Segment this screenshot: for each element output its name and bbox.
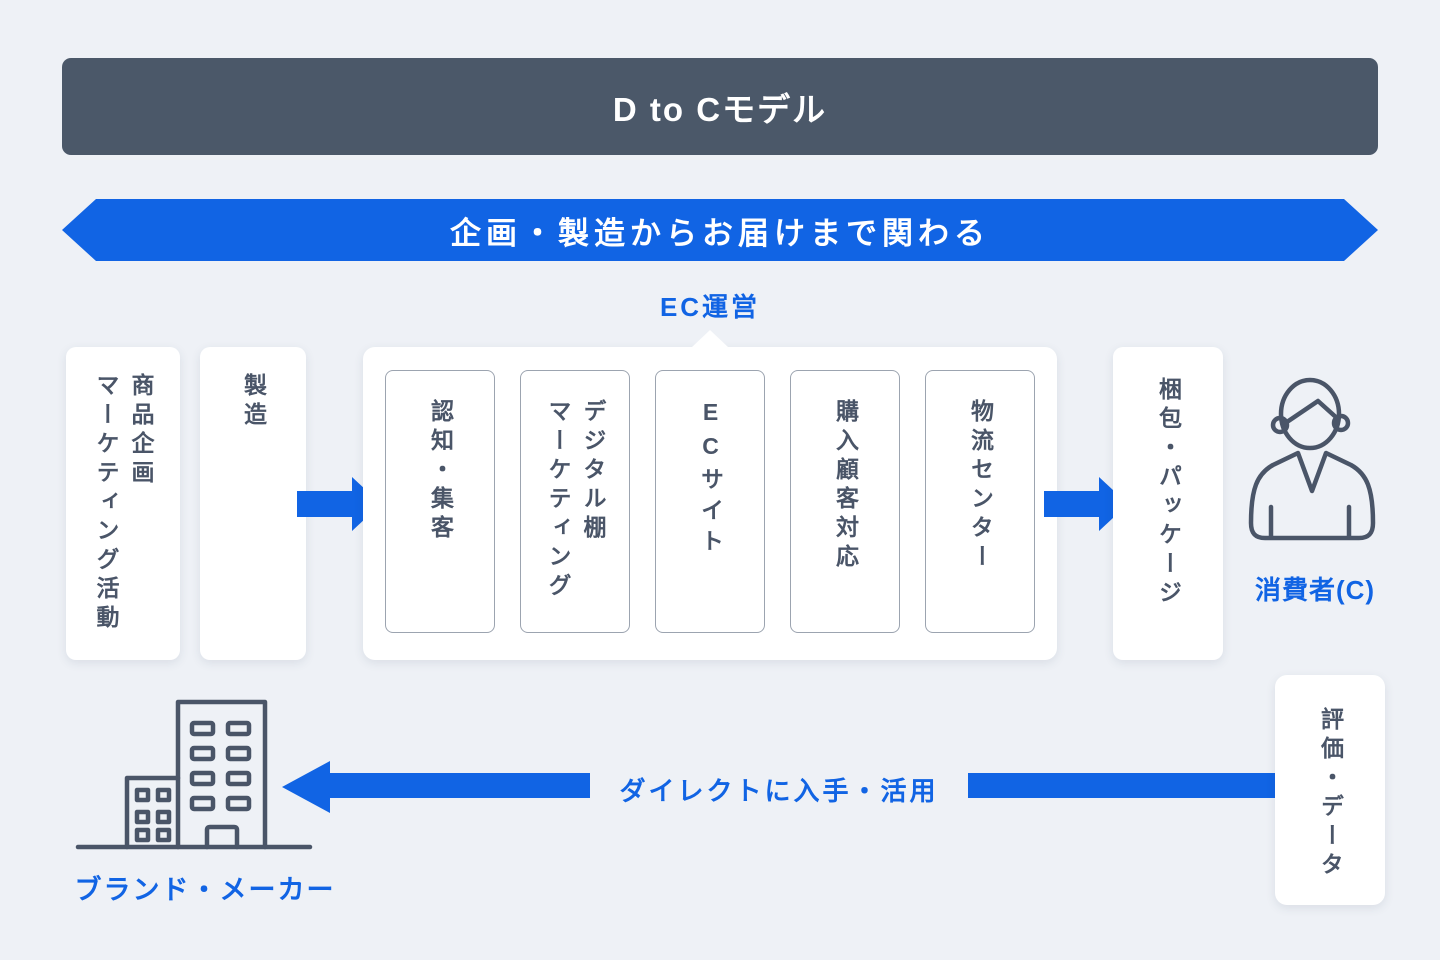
arrow-right-icon	[1044, 477, 1128, 531]
step-awareness-label: 認知・集客	[427, 399, 454, 544]
title-bar: D to Cモデル	[62, 58, 1378, 155]
box-packing: 梱包・パッケージ	[1113, 347, 1223, 660]
box-packing-label: 梱包・パッケージ	[1155, 377, 1182, 609]
feedback-arrow-shaft	[330, 773, 590, 798]
box-evaluation-data-label: 評価・データ	[1317, 707, 1344, 881]
step-digital-shelf-marketing-label: デジタル棚 マーケティング	[545, 399, 606, 602]
box-manufacturing-label: 製造	[240, 373, 267, 431]
step-customer-support-label: 購入顧客対応	[832, 399, 859, 573]
page-title: D to Cモデル	[612, 90, 828, 128]
ec-operation-label: EC運営	[659, 292, 761, 322]
ec-operation-group: 認知・集客 デジタル棚 マーケティング ECサイト 購入顧客対応 物流センター	[363, 330, 1057, 660]
feedback-arrow-label: ダイレクトに入手・活用	[619, 776, 939, 806]
consumer-label: 消費者(C)	[1254, 575, 1376, 605]
process-banner-label: 企画・製造からお届けまで関わる	[450, 215, 990, 251]
box-manufacturing: 製造	[200, 347, 306, 660]
feedback-arrow-shaft	[968, 773, 1275, 798]
box-product-planning: 商品企画 マーケティング活動	[66, 347, 180, 660]
step-ec-site-label: ECサイト	[697, 399, 724, 560]
building-icon	[75, 699, 313, 850]
person-icon	[1248, 377, 1376, 541]
arrow-left-icon	[282, 761, 330, 813]
step-digital-shelf-marketing: デジタル棚 マーケティング	[520, 370, 630, 633]
step-awareness: 認知・集客	[385, 370, 495, 633]
process-banner: 企画・製造からお届けまで関わる	[62, 199, 1378, 261]
arrow-right-icon	[297, 477, 381, 531]
step-logistics-center-label: 物流センター	[967, 399, 994, 573]
step-ec-site: ECサイト	[655, 370, 765, 633]
box-evaluation-data: 評価・データ	[1275, 675, 1385, 905]
box-product-planning-label: 商品企画 マーケティング活動	[93, 373, 154, 634]
step-customer-support: 購入顧客対応	[790, 370, 900, 633]
step-logistics-center: 物流センター	[925, 370, 1035, 633]
brand-maker-label: ブランド・メーカー	[74, 875, 336, 905]
